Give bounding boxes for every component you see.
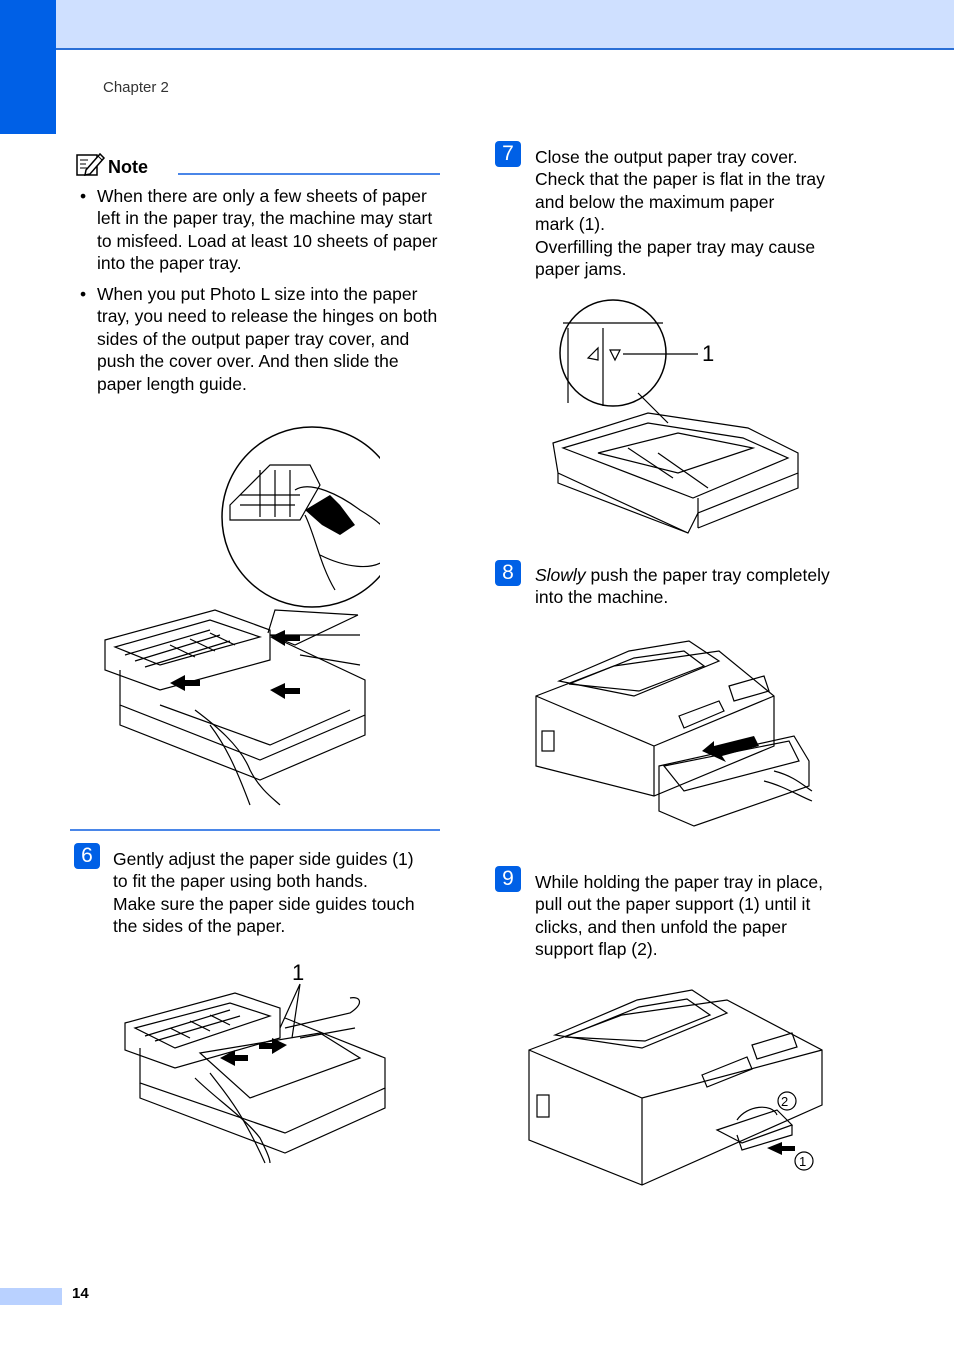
step-6-badge: 6 bbox=[74, 843, 100, 869]
step-8-rest: push the paper tray completely bbox=[585, 565, 830, 585]
note-rule bbox=[178, 173, 440, 175]
step-6-callout: 1 bbox=[292, 960, 304, 985]
step-6-line: Make sure the paper side guides touch bbox=[113, 893, 415, 914]
step-6-line: Gently adjust the paper side guides (1) bbox=[113, 849, 414, 869]
chapter-tab bbox=[0, 0, 56, 134]
step-6-line: to fit the paper using both hands. bbox=[113, 871, 368, 892]
note-header: Note bbox=[74, 150, 440, 178]
page-number: 14 bbox=[72, 1285, 89, 1302]
step-9-text: While holding the paper tray in place, p… bbox=[535, 871, 865, 961]
pull-paper-support-illustration: 2 1 bbox=[528, 989, 823, 1186]
step-7-line: Check that the paper is flat in the tray bbox=[535, 169, 825, 190]
bullet-dot: • bbox=[80, 186, 87, 206]
note-title: Note bbox=[108, 157, 148, 177]
paper-side-guides-illustration: 1 bbox=[124, 960, 386, 1164]
step-7-badge: 7 bbox=[495, 141, 521, 167]
callout-1: 1 bbox=[799, 1154, 806, 1169]
step-7-callout: 1 bbox=[702, 341, 714, 366]
page-number-tab bbox=[0, 1288, 62, 1305]
step-7-line: Close the output paper tray cover. bbox=[535, 147, 798, 167]
step-8-line-1: Slowly push the paper tray completely bbox=[535, 564, 865, 586]
step-8-badge: 8 bbox=[495, 560, 521, 586]
step-8-line-2: into the machine. bbox=[535, 587, 669, 608]
note-bullet-2: • When you put Photo L size into the pap… bbox=[80, 283, 440, 398]
note-pencil-icon bbox=[76, 152, 106, 176]
step-8-emphasis: Slowly bbox=[535, 565, 586, 585]
push-tray-in-illustration bbox=[535, 640, 813, 827]
step-6-line: the sides of the paper. bbox=[113, 916, 286, 937]
bullet-dot: • bbox=[80, 284, 87, 304]
step-7-line: paper jams. bbox=[535, 259, 627, 280]
step-9-line: support flap (2). bbox=[535, 939, 658, 960]
hinge-release-illustration bbox=[104, 426, 380, 806]
header-band bbox=[0, 0, 954, 50]
chapter-label: Chapter 2 bbox=[103, 79, 169, 96]
step-9-line: clicks, and then unfold the paper bbox=[535, 916, 787, 937]
callout-2: 2 bbox=[781, 1094, 788, 1109]
step-9-badge: 9 bbox=[495, 866, 521, 892]
step-9-line: pull out the paper support (1) until it bbox=[535, 894, 811, 915]
step-7-text: Close the output paper tray cover. Check… bbox=[535, 146, 865, 280]
step-7-line: Overfilling the paper tray may cause bbox=[535, 236, 816, 257]
step-9-line: While holding the paper tray in place, bbox=[535, 872, 823, 892]
step-7-line: and below the maximum paper bbox=[535, 191, 775, 212]
note-bullet-1: • When there are only a few sheets of pa… bbox=[80, 185, 440, 275]
step-8-text: Slowly push the paper tray completely in… bbox=[535, 564, 865, 609]
step-7-line: mark (1). bbox=[535, 214, 605, 235]
step-6-text: Gently adjust the paper side guides (1) … bbox=[113, 848, 443, 938]
output-tray-cover-illustration: 1 bbox=[552, 299, 799, 534]
note-bullet-text: When you put Photo L size into the paper… bbox=[97, 284, 438, 394]
note-bullet-text: When there are only a few sheets of pape… bbox=[97, 186, 438, 274]
section-rule bbox=[70, 829, 440, 831]
